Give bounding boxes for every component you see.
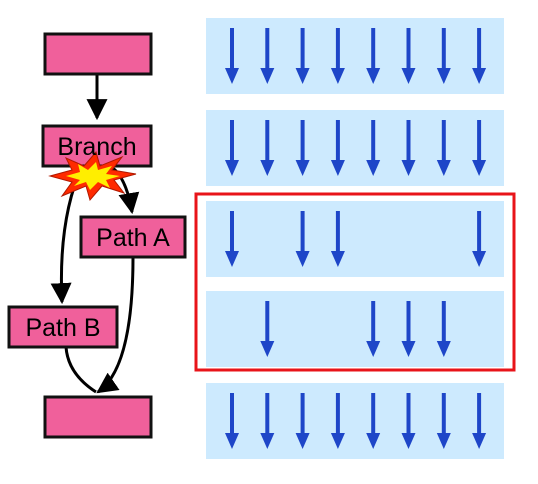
- lane-arrow-icon: [225, 120, 239, 176]
- lane-row-path-a: [206, 201, 504, 277]
- lane-arrow-icon: [225, 211, 239, 267]
- lane-arrow-icon: [472, 211, 487, 267]
- lane-arrow-icon: [225, 28, 239, 84]
- lane-arrow-icon: [260, 120, 275, 176]
- lane-arrow-icon: [330, 120, 345, 176]
- lane-arrow-icon: [225, 393, 239, 449]
- lane-arrow-icon: [330, 393, 345, 449]
- lane-arrow-icon: [436, 393, 451, 449]
- lane-row-all-active-3: [206, 383, 504, 459]
- lane-arrow-icon: [401, 301, 416, 357]
- lane-arrow-icon: [401, 120, 416, 176]
- divergence-highlight-box: [194, 192, 516, 372]
- lane-arrow-icon: [472, 393, 487, 449]
- lane-row-all-active-2: [206, 110, 504, 186]
- lane-arrow-icon: [401, 28, 416, 84]
- node-label-path-a: Path A: [96, 224, 170, 252]
- lane-arrow-icon: [260, 28, 275, 84]
- lanes-panel: [206, 18, 504, 459]
- node-top: [43, 32, 153, 76]
- edge-path-a-to-bottom: [96, 256, 135, 394]
- lane-row-all-active-1: [206, 18, 504, 94]
- lane-arrow-icon: [366, 28, 381, 84]
- lane-arrow-icon: [260, 393, 275, 449]
- edge-path-b-to-bottom: [64, 346, 97, 394]
- burst-inner: [66, 162, 120, 190]
- lane-arrow-icon: [401, 393, 416, 449]
- divergence-burst-icon: [48, 150, 137, 202]
- lane-arrow-icon: [330, 28, 345, 84]
- lane-arrow-icon: [366, 120, 381, 176]
- lane-arrow-icon: [295, 393, 310, 449]
- lane-arrow-icon: [436, 301, 451, 357]
- lane-arrow-icon: [295, 28, 310, 84]
- node-bottom: [43, 395, 153, 439]
- lane-row-path-b: [206, 291, 504, 367]
- lane-arrow-icon: [472, 120, 487, 176]
- node-label-path-b: Path B: [25, 314, 100, 342]
- node-path-b: [7, 305, 119, 349]
- lane-arrow-icon: [330, 211, 345, 267]
- lane-arrow-icon: [366, 393, 381, 449]
- lane-arrow-icon: [295, 120, 310, 176]
- lane-arrow-icon: [436, 28, 451, 84]
- lane-arrow-icon: [436, 120, 451, 176]
- lane-arrow-icon: [295, 211, 310, 267]
- lane-arrow-icon: [260, 301, 275, 357]
- lane-arrow-icon: [472, 28, 487, 84]
- lane-arrow-icon: [366, 301, 381, 357]
- node-label-branch: Branch: [57, 133, 136, 161]
- node-labels: Branch Path A Path B: [25, 133, 170, 342]
- node-path-a: [79, 215, 187, 259]
